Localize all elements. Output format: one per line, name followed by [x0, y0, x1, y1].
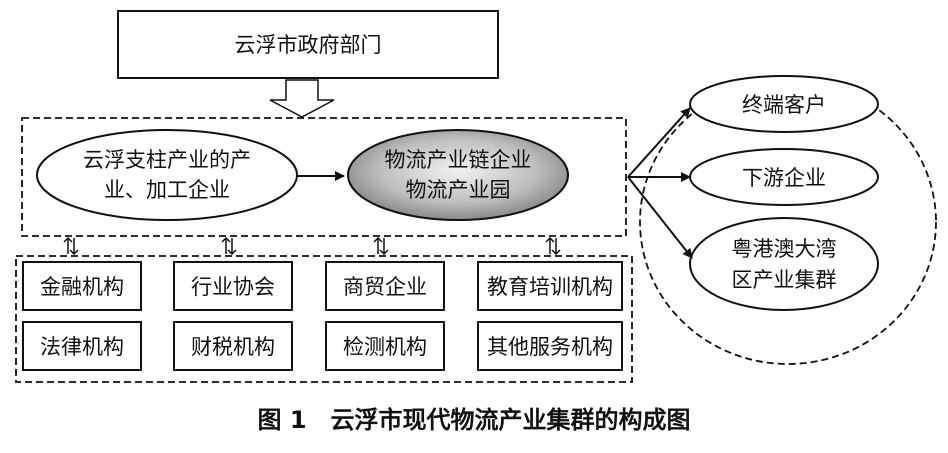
- arrow-to-terminal-customers: [627, 107, 691, 178]
- connector-3: [373, 236, 389, 256]
- support-label: 其他服务机构: [487, 335, 613, 359]
- gba-cluster-ellipse: [689, 217, 879, 311]
- connector-1: [63, 236, 79, 256]
- downstream-label: 下游企业: [742, 166, 826, 190]
- group-connectors: [63, 236, 561, 256]
- support-box: [325, 261, 445, 311]
- support-label: 法律机构: [40, 335, 124, 359]
- support-label: 商贸企业: [343, 275, 427, 299]
- connector-2: [221, 236, 237, 256]
- arrow-to-gba-cluster: [627, 176, 693, 259]
- support-label: 检测机构: [343, 335, 427, 359]
- government-box: [117, 10, 499, 79]
- support-box: [173, 261, 293, 311]
- support-box: [22, 321, 142, 371]
- output-arrows: [627, 107, 693, 259]
- support-box: [477, 261, 623, 311]
- logistics-core-ellipse: [347, 129, 569, 221]
- support-label: 金融机构: [40, 275, 124, 299]
- gba-cluster-line2: 区产业集群: [732, 268, 837, 292]
- support-row-2: 法律机构 财税机构 检测机构 其他服务机构: [22, 321, 623, 371]
- connector-4: [545, 236, 561, 256]
- support-box: [22, 261, 142, 311]
- support-box: [173, 321, 293, 371]
- logistics-core-line1: 物流产业链企业: [385, 148, 532, 172]
- government-down-arrow: [269, 79, 335, 118]
- support-box: [477, 321, 623, 371]
- terminal-customers-label: 终端客户: [742, 93, 826, 117]
- pillar-industry-line1: 云浮支柱产业的产: [83, 148, 251, 172]
- support-box: [325, 321, 445, 371]
- support-row-1: 金融机构 行业协会 商贸企业 教育培训机构: [22, 261, 623, 311]
- support-label: 行业协会: [191, 275, 275, 299]
- support-label: 教育培训机构: [487, 275, 613, 299]
- government-label: 云浮市政府部门: [235, 33, 382, 57]
- logistics-core-line2: 物流产业园: [406, 178, 511, 202]
- support-label: 财税机构: [191, 335, 275, 359]
- gba-cluster-line1: 粤港澳大湾: [732, 237, 837, 261]
- core-group-dashed: [21, 117, 627, 237]
- pillar-industry-ellipse: [36, 129, 298, 221]
- pillar-industry-line2: 业、加工企业: [104, 178, 230, 202]
- support-group-dashed: [15, 255, 633, 383]
- terminal-customers-ellipse: [689, 75, 879, 133]
- figure-caption: 图 1 云浮市现代物流产业集群的构成图: [257, 406, 690, 434]
